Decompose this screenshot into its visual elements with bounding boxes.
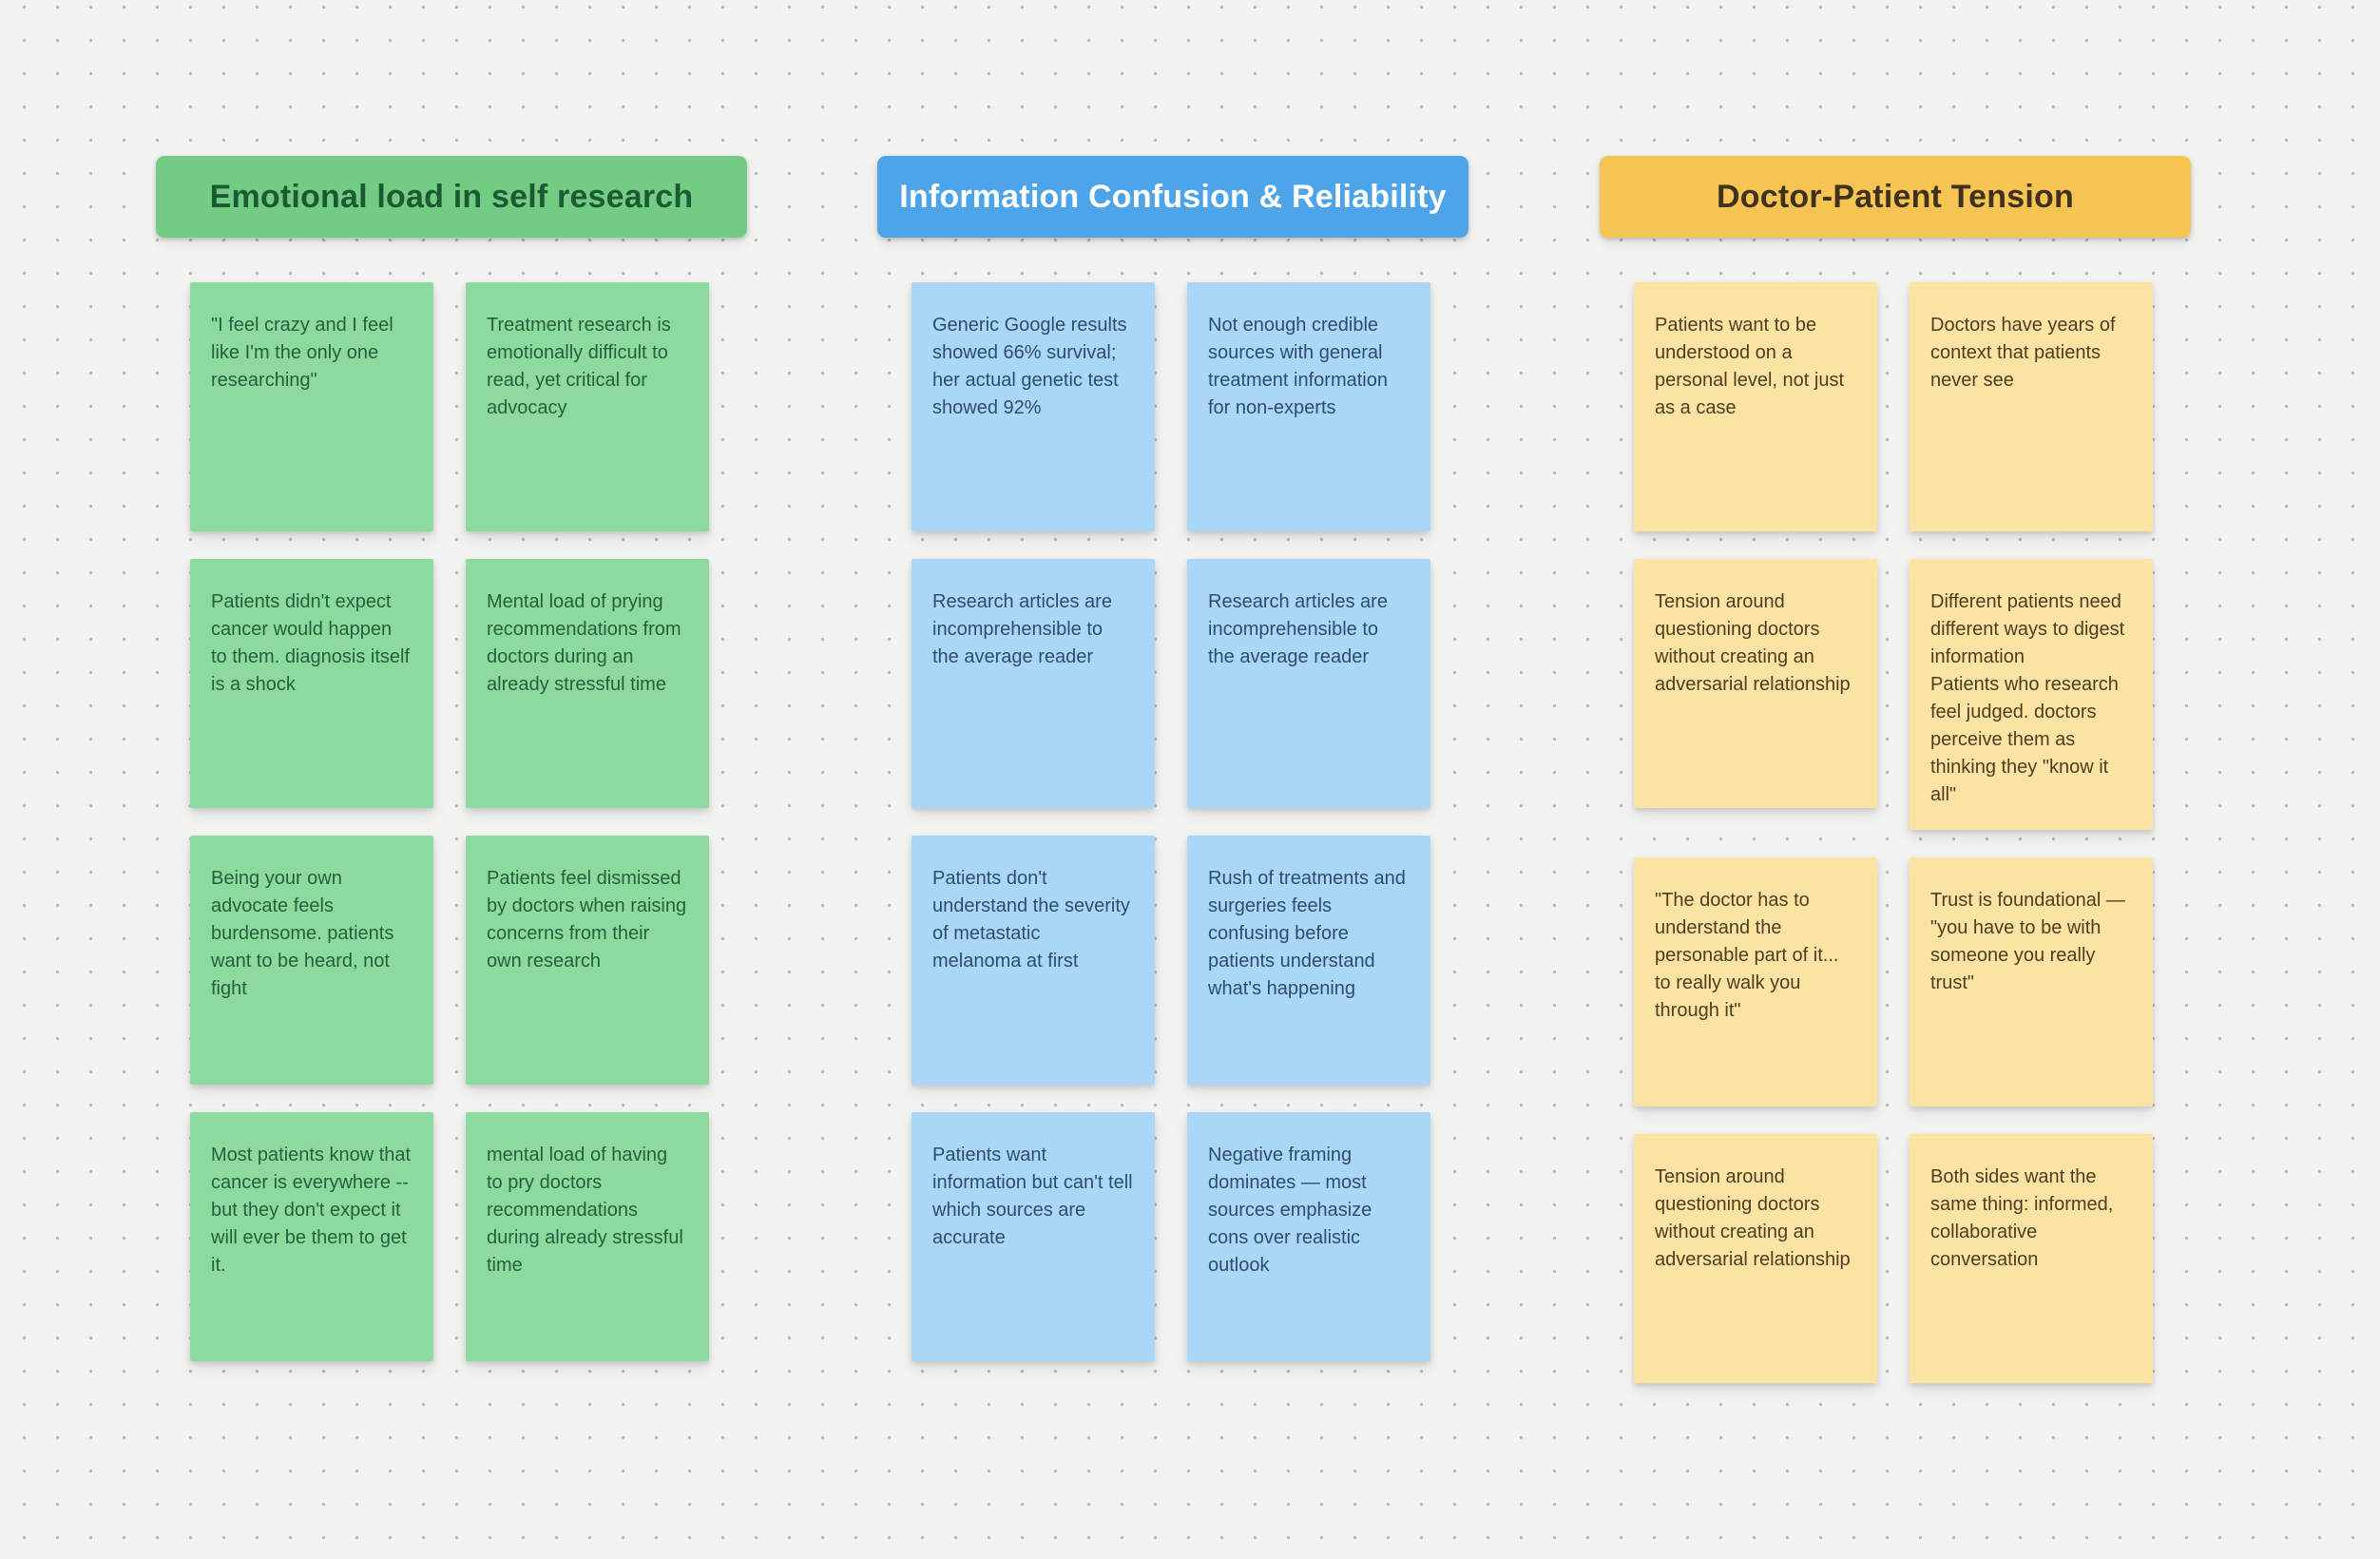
sticky-note[interactable]: Rush of treatments and surgeries feels c… [1187,836,1430,1085]
note-text: Tension around questioning doctors witho… [1655,1166,1851,1270]
note-text: Different patients need different ways t… [1930,591,2125,805]
note-text: mental load of having to pry doctors rec… [487,1145,689,1276]
note-text: Generic Google results showed 66% surviv… [932,315,1133,418]
note-text: Rush of treatments and surgeries feels c… [1208,868,1411,999]
note-text: Doctors have years of context that patie… [1930,315,2121,391]
sticky-note[interactable]: Patients want information but can't tell… [912,1112,1155,1361]
sticky-note[interactable]: Patients want to be understood on a pers… [1634,282,1877,531]
notes-grid: Generic Google results showed 66% surviv… [912,282,1468,1361]
note-text: Research articles are incomprehensible t… [932,591,1118,667]
sticky-note[interactable]: Doctors have years of context that patie… [1910,282,2153,531]
group-header-emotional-load[interactable]: Emotional load in self research [156,156,747,238]
sticky-note[interactable]: Both sides want the same thing: informed… [1910,1134,2153,1383]
sticky-note[interactable]: Different patients need different ways t… [1910,559,2153,830]
sticky-note[interactable]: Patients don't understand the severity o… [912,836,1155,1085]
group-header-doctor-patient-tension[interactable]: Doctor-Patient Tension [1600,156,2191,238]
sticky-note[interactable]: Trust is foundational — "you have to be … [1910,857,2153,1107]
note-text: Not enough credible sources with general… [1208,315,1393,418]
note-text: Mental load of prying recommendations fr… [487,591,687,695]
note-text: Research articles are incomprehensible t… [1208,591,1393,667]
note-text: Both sides want the same thing: informed… [1930,1166,2119,1270]
sticky-note[interactable]: Generic Google results showed 66% surviv… [912,282,1155,531]
group-title: Doctor-Patient Tension [1717,178,2074,215]
sticky-note[interactable]: Most patients know that cancer is everyw… [190,1112,433,1361]
group-header-information-confusion[interactable]: Information Confusion & Reliability [877,156,1468,238]
sticky-note[interactable]: Treatment research is emotionally diffic… [466,282,709,531]
sticky-note[interactable]: Tension around questioning doctors witho… [1634,1134,1877,1383]
sticky-note[interactable]: Negative framing dominates — most source… [1187,1112,1430,1361]
note-text: Being your own advocate feels burdensome… [211,868,399,999]
note-text: Patients don't understand the severity o… [932,868,1136,972]
notes-grid: Patients want to be understood on a pers… [1634,282,2191,1383]
note-text: Patients want information but can't tell… [932,1145,1139,1248]
group-title: Information Confusion & Reliability [899,178,1447,215]
note-text: Patients feel dismissed by doctors when … [487,868,692,972]
sticky-note[interactable]: Research articles are incomprehensible t… [1187,559,1430,808]
note-text: Treatment research is emotionally diffic… [487,315,677,418]
sticky-note[interactable]: Being your own advocate feels burdensome… [190,836,433,1085]
note-text: Patients want to be understood on a pers… [1655,315,1850,418]
group-title: Emotional load in self research [209,178,694,215]
sticky-note[interactable]: Tension around questioning doctors witho… [1634,559,1877,808]
sticky-note[interactable]: mental load of having to pry doctors rec… [466,1112,709,1361]
group-emotional-load: Emotional load in self research "I feel c… [156,156,747,1361]
note-text: "The doctor has to understand the person… [1655,890,1845,1021]
sticky-note[interactable]: Mental load of prying recommendations fr… [466,559,709,808]
sticky-note[interactable]: Research articles are incomprehensible t… [912,559,1155,808]
sticky-note[interactable]: Not enough credible sources with general… [1187,282,1430,531]
sticky-note[interactable]: Patients didn't expect cancer would happ… [190,559,433,808]
sticky-note[interactable]: Patients feel dismissed by doctors when … [466,836,709,1085]
sticky-note[interactable]: "The doctor has to understand the person… [1634,857,1877,1107]
note-text: "I feel crazy and I feel like I'm the on… [211,315,399,391]
note-text: Tension around questioning doctors witho… [1655,591,1851,695]
notes-grid: "I feel crazy and I feel like I'm the on… [190,282,747,1361]
sticky-note[interactable]: "I feel crazy and I feel like I'm the on… [190,282,433,531]
note-text: Negative framing dominates — most source… [1208,1145,1377,1276]
note-text: Patients didn't expect cancer would happ… [211,591,415,695]
note-text: Trust is foundational — "you have to be … [1930,890,2131,993]
note-text: Most patients know that cancer is everyw… [211,1145,416,1276]
